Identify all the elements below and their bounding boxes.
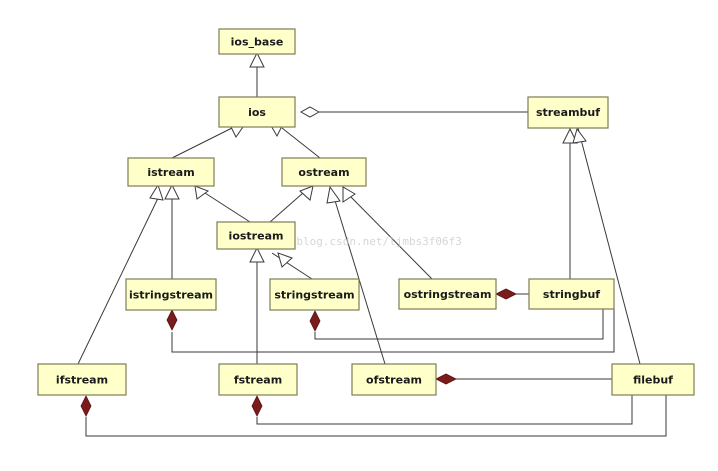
class-ostream: ostream — [281, 157, 367, 187]
arrowhead-ios-to-ios-base — [249, 51, 265, 68]
arrowhead-iostream-to-istream — [194, 185, 210, 200]
class-ostringstream: ostringstream — [398, 278, 497, 310]
class-ios-label: ios — [248, 106, 266, 119]
class-filebuf-label: filebuf — [633, 374, 673, 387]
class-istream: istream — [127, 157, 215, 187]
class-fstream: fstream — [218, 363, 298, 396]
composition-diamond-ostringstream-stringbuf — [495, 288, 517, 300]
class-streambuf: streambuf — [527, 96, 609, 129]
class-fstream-label: fstream — [234, 374, 282, 387]
class-stringbuf: stringbuf — [528, 278, 615, 310]
class-istream-label: istream — [147, 166, 194, 179]
class-iostream-label: iostream — [229, 230, 284, 243]
arrowhead-stringstream-to-iostream — [277, 252, 293, 268]
class-ostream-label: ostream — [298, 166, 349, 179]
arrowhead-fstream-to-iostream — [249, 246, 265, 263]
class-ifstream: ifstream — [37, 363, 127, 396]
class-streambuf-label: streambuf — [536, 106, 600, 119]
class-ofstream-label: ofstream — [366, 374, 422, 387]
arrowhead-filebuf-to-streambuf — [572, 127, 587, 144]
class-ifstream-label: ifstream — [56, 374, 108, 387]
composition-diamonds — [80, 106, 517, 417]
composition-diamond-istringstream-stringbuf — [166, 309, 178, 331]
arrowhead-iostream-to-ostream — [299, 185, 314, 201]
class-ostringstream-label: ostringstream — [404, 288, 492, 301]
class-stringstream-label: stringstream — [274, 289, 354, 302]
composition-diamond-ifstream-filebuf — [80, 395, 92, 417]
class-istringstream: istringstream — [125, 278, 217, 311]
class-iostream: iostream — [216, 221, 296, 250]
arrowhead-ostringstream-to-ostream — [342, 186, 356, 203]
class-ofstream: ofstream — [351, 363, 437, 396]
composition-diamond-ofstream-filebuf — [435, 373, 457, 385]
connector-lines — [77, 67, 667, 437]
composition-diamond-stringstream-stringbuf — [309, 310, 321, 332]
class-istringstream-label: istringstream — [129, 289, 213, 302]
class-ios: ios — [218, 96, 296, 128]
arrowhead-ifstream-to-istream — [149, 183, 164, 201]
class-ios-base-label: ios_base — [231, 36, 284, 49]
watermark-text: http://blog.csdn.net/ljmbs3f06f3 — [250, 235, 462, 248]
class-stringstream: stringstream — [269, 278, 360, 311]
class-stringbuf-label: stringbuf — [543, 288, 600, 301]
composition-diamond-fstream-filebuf — [251, 395, 263, 417]
class-ios-base: ios_base — [218, 28, 296, 55]
class-filebuf: filebuf — [611, 363, 695, 396]
arrowhead-ofstream-to-ostream — [326, 185, 341, 204]
arrowhead-istringstream-to-istream — [164, 183, 180, 200]
aggregation-diamond-ios-streambuf — [299, 106, 321, 118]
